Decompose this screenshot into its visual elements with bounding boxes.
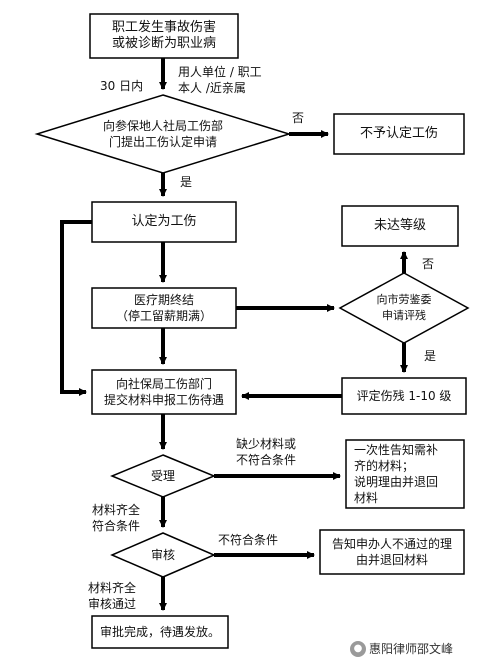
start-box: [89, 13, 239, 59]
grade-box: [341, 377, 467, 415]
recognized-box: [91, 201, 237, 243]
done-node-text: 审批完成，待遇发放。: [99, 625, 220, 639]
not-injury-node-text: 不予认定工伤: [359, 126, 438, 141]
label-yes-2: 是: [424, 349, 437, 363]
label-complete-2: 材料齐全 审核通过: [88, 581, 137, 611]
medical-box: [91, 287, 237, 329]
review-node-text: 审核: [150, 548, 175, 562]
label-no-2: 否: [422, 257, 435, 271]
appraisal-node-text: 向市劳鉴委 申请评残: [376, 293, 432, 322]
label-applicant: 用人单位 / 职工 本人 /近亲属: [178, 65, 262, 95]
label-missing: 缺少材料或 不符合条件: [236, 437, 297, 467]
done-box: [91, 615, 229, 649]
watermark: ● 惠阳律师邵文峰: [350, 640, 453, 657]
arrow-recognized-submit: [60, 220, 92, 396]
submit-node-text: 向社保局工伤部门 提交材料申报工伤待遇: [103, 377, 224, 407]
not-reached-node-text: 未达等级: [373, 218, 426, 233]
grade-node-text: 评定伤残 1-10 级: [356, 389, 452, 403]
notify-fail-node-text: 告知申办人不通过的理 由并退回材料: [331, 537, 452, 567]
label-yes-1: 是: [180, 175, 193, 189]
apply-node-text: 向参保地人社局工伤部 门提出工伤认定申请: [102, 119, 223, 149]
label-complete-1: 材料齐全 符合条件: [92, 503, 141, 533]
notify-fail-box: [319, 529, 465, 575]
watermark-text: 惠阳律师邵文峰: [369, 642, 454, 656]
medical-node-text: 医疗期终结 （停工留薪期满）: [115, 293, 212, 323]
wechat-icon: ●: [350, 640, 366, 657]
label-30-days: 30 日内: [100, 79, 144, 93]
not-reached-box: [341, 205, 459, 247]
accept-node-text: 受理: [150, 469, 175, 483]
notify-once-node-text: 一次性告知需补 齐的材料； 说明理由并退回 材料: [354, 443, 439, 505]
not-injury-box: [333, 113, 465, 155]
notify-once-box: [345, 439, 465, 509]
start-node-text: 职工发生事故伤害 或被诊断为职业病: [111, 20, 216, 51]
submit-box: [91, 369, 237, 415]
label-unqualified: 不符合条件: [218, 533, 279, 547]
label-no-1: 否: [292, 111, 305, 125]
recognized-node-text: 认定为工伤: [131, 214, 197, 229]
